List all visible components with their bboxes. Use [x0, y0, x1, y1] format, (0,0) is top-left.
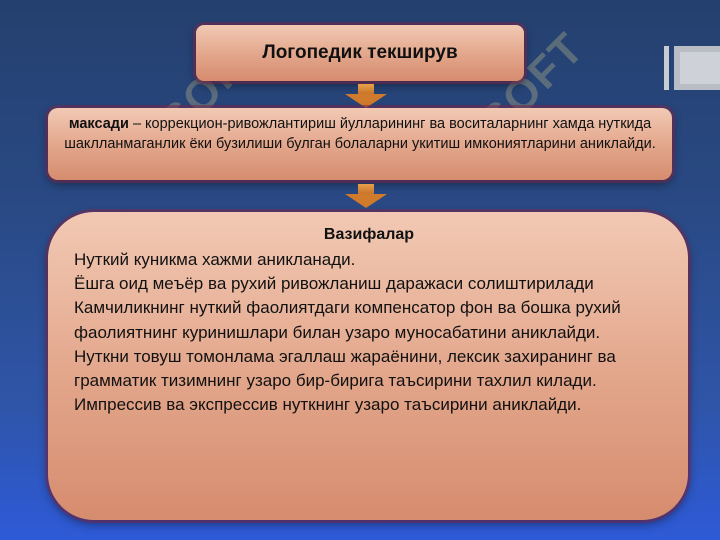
- title-box: Логопедик текширув: [196, 25, 524, 81]
- tasks-heading: Вазифалар: [323, 226, 415, 243]
- goal-text: – коррекцион-ривожлантириш йулларининг в…: [64, 116, 656, 152]
- task-item: Нуткий куникма хажми аникланади.: [74, 250, 356, 269]
- decor-bar-thin: [664, 46, 669, 90]
- task-item: Ёшга оид меъёр ва рухий ривожланиш дараж…: [74, 274, 594, 294]
- goal-box: максади – коррекцион-ривожлантириш йулла…: [48, 108, 672, 180]
- tasks-box: Вазифалар Нуткий куникма хажми аникланад…: [48, 212, 688, 520]
- task-item: Нуткни товуш томонлама эгаллаш жараёнини…: [74, 346, 616, 391]
- task-item: Камчиликнинг нуткий фаолиятдаги компенса…: [74, 298, 621, 342]
- decor-bar-inner: [680, 52, 720, 84]
- diagram-title: Логопедик текширув: [262, 42, 458, 63]
- goal-label: максади: [68, 116, 129, 132]
- task-item: Импрессив ва экспрессив нуткнинг узаро т…: [74, 395, 582, 415]
